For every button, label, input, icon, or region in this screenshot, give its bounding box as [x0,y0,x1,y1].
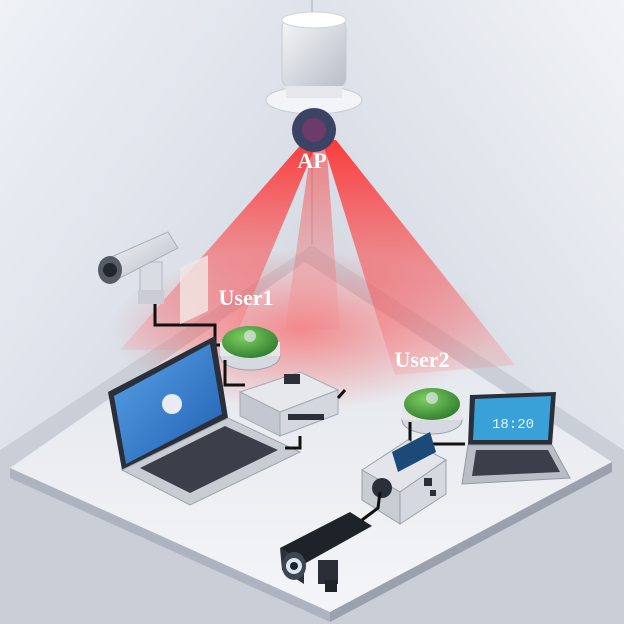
router [238,371,347,450]
laptop-user1 [108,255,302,506]
router-icon [238,371,347,450]
floor-edge-right [330,462,612,622]
right-wall [312,0,624,450]
camera-module [361,432,447,525]
bottom-camera [280,491,382,592]
left-wall [0,0,312,450]
security-camera-icon [280,491,382,592]
laptop-icon: 18:20 [461,392,571,485]
camera-module-icon [361,432,447,525]
laptop-icon [108,255,302,506]
wifi-module-icon [401,388,463,435]
user2-wifi-module [401,388,465,446]
user2-label: User2 [395,347,450,372]
laptop-user2: 18:20 [461,392,571,485]
access-point-icon [265,11,363,152]
access-point: AP [265,11,363,173]
user1-label: User1 [219,285,274,310]
floor-edge-left [10,468,330,622]
user1-wifi-module [219,326,281,387]
beam-center [285,140,340,330]
ap-label: AP [297,148,326,173]
svg-text:18:20: 18:20 [492,417,534,433]
beam-to-user1 [120,140,318,350]
floor-platform [10,262,612,612]
security-camera-icon [98,231,230,347]
wifi-module-icon [219,326,281,371]
beam-to-user2 [322,140,515,375]
